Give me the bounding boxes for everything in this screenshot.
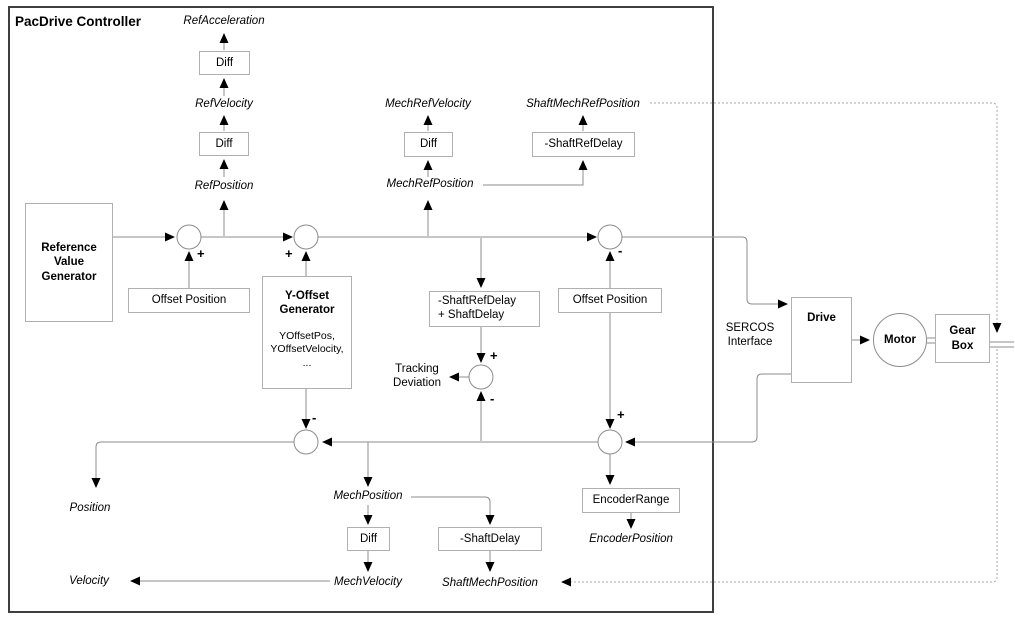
label-ref-velocity: RefVelocity: [195, 98, 253, 110]
wire-positionjunction-to-position: [91, 441, 294, 488]
dotted-shaft-to-shaftmechposition: [561, 349, 998, 587]
label-ref-position: RefPosition: [194, 180, 254, 192]
sign-tracking-ref-add: +: [490, 348, 498, 363]
junction-offset-subtract: [597, 224, 623, 250]
y-offset-generator-title: Y-Offset Generator: [279, 290, 335, 317]
y-offset-generator-params: YOffsetPos, YOffsetVelocity,: [270, 330, 344, 355]
shaft-motor-gearbox: [927, 337, 936, 344]
label-shaft-mech-ref-position: ShaftMechRefPosition: [526, 98, 640, 110]
label-mech-position: MechPosition: [333, 490, 403, 502]
wire-drive-feedback: [625, 373, 791, 447]
drive-block: Drive: [791, 297, 852, 383]
sign-tracking-fb-subtract: -: [490, 391, 495, 406]
gear-box-block: Gear Box: [935, 314, 990, 363]
label-tracking-deviation: Tracking Deviation: [393, 363, 441, 389]
label-shaft-mech-position: ShaftMechPosition: [442, 577, 538, 589]
label-sercos-interface: SERCOS Interface: [725, 322, 775, 348]
junction-tracking-deviation: [468, 364, 494, 390]
wire-junction3-to-drive: [622, 236, 788, 309]
shaft-gearbox-out: [989, 341, 1014, 348]
sign-offset-subtract: -: [618, 243, 623, 258]
junction-yoffset-add: [293, 224, 319, 250]
motor-block: Motor: [873, 313, 927, 367]
diff-block-velocity: Diff: [199, 132, 249, 156]
label-mech-ref-position: MechRefPosition: [386, 178, 474, 190]
controller-boundary: [8, 6, 714, 613]
reference-value-generator-block: Reference Value Generator: [25, 203, 113, 322]
y-offset-generator-block: Y-Offset Generator YOffsetPos, YOffsetVe…: [262, 276, 352, 389]
offset-position-block-left: Offset Position: [128, 288, 250, 313]
wire-mechrefposition-to-shaftrefdelay: [483, 160, 588, 186]
sign-yoffset-subtract: -: [312, 410, 317, 425]
encoder-range-block: EncoderRange: [582, 488, 680, 513]
junction-yoffset-subtract: [293, 429, 319, 455]
label-velocity: Velocity: [69, 575, 109, 587]
diff-block-bottom: Diff: [347, 527, 390, 551]
junction-offset-add: [176, 224, 202, 250]
label-position: Position: [69, 502, 111, 514]
label-mech-ref-velocity: MechRefVelocity: [385, 98, 471, 110]
shaft-ref-delay-plus-shaft-delay-block: -ShaftRefDelay + ShaftDelay: [429, 291, 540, 327]
label-ref-acceleration: RefAcceleration: [183, 15, 265, 27]
sign-offset-add: +: [197, 246, 205, 261]
offset-position-block-right: Offset Position: [558, 288, 662, 313]
shaft-ref-delay-block: -ShaftRefDelay: [532, 132, 635, 157]
sign-encoder-offset-add: +: [617, 407, 625, 422]
wire-mechposition-to-shaftdelay: [411, 496, 495, 525]
diff-block-acceleration: Diff: [199, 51, 250, 75]
diff-block-mech: Diff: [404, 132, 453, 157]
junction-encoder-offset-add: [597, 429, 623, 455]
shaft-delay-block: -ShaftDelay: [438, 527, 542, 551]
sign-yoffset-add: +: [285, 246, 293, 261]
label-encoder-position: EncoderPosition: [589, 533, 673, 545]
y-offset-generator-ellipsis: ...: [302, 357, 312, 370]
dotted-shaftmechrefposition-to-shaft: [650, 102, 1002, 333]
diagram-title: PacDrive Controller: [15, 14, 142, 29]
label-mech-velocity: MechVelocity: [334, 576, 402, 588]
